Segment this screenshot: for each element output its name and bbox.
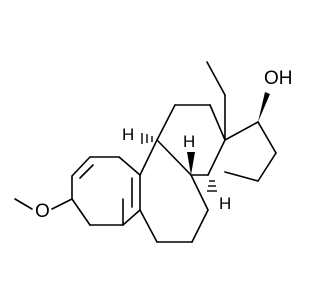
bond-ethyl-ch3: [206, 61, 226, 96]
bond-c5a-c6: [139, 209, 158, 243]
wedge-bond-c8-h: [187, 152, 195, 175]
wedge-bond-c17-oh: [258, 92, 270, 122]
bond-c3-o: [51, 198, 73, 210]
molecule-structure: OH O H H H: [14, 61, 293, 243]
bond-c9-c10a: [139, 139, 158, 176]
methoxy-oxygen-label: O: [35, 201, 50, 222]
ring-b: [118, 139, 209, 243]
bond-c8-c9: [190, 174, 209, 211]
hydroxyl-label: OH: [264, 68, 293, 89]
bond-c9-c9a: [156, 139, 192, 176]
bond-c4-c5: [71, 198, 91, 226]
hash-bond-c14-h: [207, 180, 217, 192]
ring-d: [224, 121, 277, 182]
structure-canvas: OH O H H H: [14, 61, 293, 243]
bond-c1-c10a: [118, 156, 141, 176]
ring-c: [156, 104, 226, 176]
bond-c7-c8: [191, 209, 209, 243]
ethyl-group: [206, 61, 226, 141]
bond-c13-c14: [207, 139, 226, 176]
bond-c2-c3: [71, 156, 91, 177]
bond-c9a-c11: [156, 104, 176, 141]
ring-a: [71, 156, 124, 226]
bond-c5a-c4a: [122, 209, 141, 226]
bond-c15-c14: [224, 171, 259, 182]
hash-bond-c9-h: [141, 133, 153, 144]
bond-c13-c17: [224, 121, 259, 141]
methoxy-group: [14, 198, 73, 210]
h-label-c9: H: [122, 125, 134, 144]
bond-c12-c13: [209, 104, 226, 141]
bond-c17-c16: [257, 121, 277, 154]
bond-c16-c15: [257, 152, 277, 182]
h-label-c8: H: [183, 132, 195, 151]
bond-c2-c3-double: [79, 164, 94, 179]
h-label-c14: H: [219, 194, 231, 213]
bond-o-ch3: [14, 198, 33, 210]
